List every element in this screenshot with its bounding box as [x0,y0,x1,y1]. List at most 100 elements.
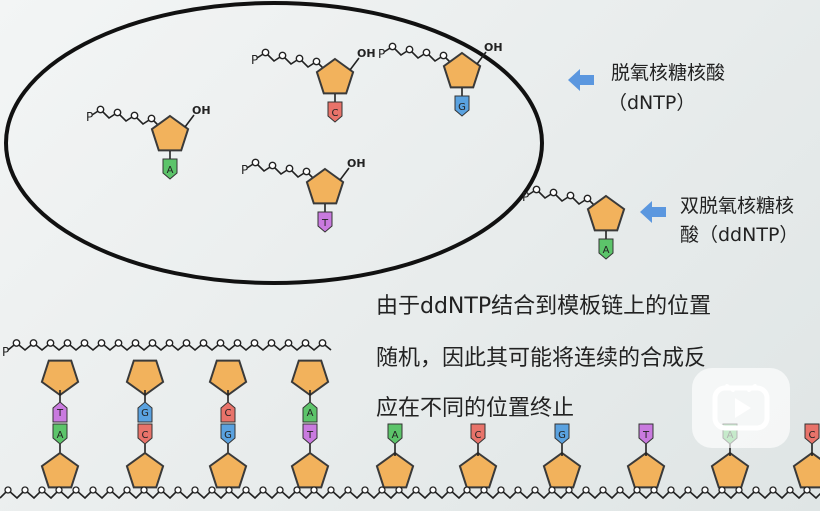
template-phosphate [242,486,250,494]
template-phosphate [191,486,199,494]
template-phosphate [89,486,97,494]
base-A [387,423,403,445]
phosphate-circle [549,188,558,197]
duplex-pair-2: CG [208,359,248,456]
phosphate-circle [261,48,270,57]
template-phosphate [735,486,743,494]
sugar-pentagon [442,51,482,89]
sugar-pentagon [792,451,820,489]
template-phosphate [480,486,488,494]
phosphate-circle [405,45,414,54]
template-phosphate [582,486,590,494]
phosphate-circle [583,194,592,203]
base-T [638,423,654,445]
template-phosphate [514,486,522,494]
template-phosphate [429,486,437,494]
phosphate-circle [96,105,105,114]
base-G [454,95,470,117]
phosphate-circle [182,339,191,347]
template-phosphate [684,486,692,494]
template-phosphate [752,486,760,494]
phosphate-circle [29,339,38,347]
base-letter: G [224,430,232,441]
template-sugar-5 [458,451,498,489]
sugar-pentagon [125,359,165,397]
sugar-pentagon [208,451,248,489]
template-phosphate [701,486,709,494]
dntp-name-label: 脱氧核糖核酸 [611,62,726,84]
duplex-pair-0: TA [40,359,80,456]
phosphate-circle [295,54,304,63]
template-phosphate [72,486,80,494]
template-phosphate [446,486,454,494]
sugar-pentagon [150,114,190,152]
phosphate-circle [114,339,123,347]
phosphate-label: P [2,345,9,359]
phosphate-circle [233,339,242,347]
template-phosphate [327,486,335,494]
template-phosphate [769,486,777,494]
phosphate-label: P [522,190,529,204]
video-play-button[interactable] [692,368,790,448]
base-letter: A [57,430,64,441]
oh-bond [184,114,195,128]
phosphate-circle [250,339,259,347]
description-line-2: 随机，因此其可能将连续的合成反 [376,346,707,371]
template-phosphate [293,486,301,494]
hydroxyl-label: OH [357,47,376,60]
template-phosphate [531,486,539,494]
sugar-pentagon [305,167,345,205]
play-icon [712,384,770,431]
phosphate-circle [251,158,260,167]
base-G [220,423,236,445]
sugar-pentagon [290,359,330,397]
template-phosphate [174,486,182,494]
arrow-to-dntp [568,69,594,91]
dntp-pool-ellipse [4,1,544,285]
oh-bond [349,57,360,71]
template-phosphate [259,486,267,494]
template-phosphate [786,486,794,494]
oh-bond [339,167,350,181]
sugar-pentagon [626,451,666,489]
template-phosphate [208,486,216,494]
ddntp-molecule: PA [522,185,626,260]
template-sugar-0 [40,451,80,489]
sugar-pentagon [542,451,582,489]
sugar-pentagon [458,451,498,489]
base-C [470,423,486,445]
terminated-base-2: G [554,423,570,456]
duplex-pair-3: AT [290,359,330,456]
phosphate-circle [439,51,448,60]
phosphate-circle [80,339,89,347]
phosphate-label: P [378,47,385,61]
base-letter: C [475,430,482,441]
phosphate-circle [267,339,276,347]
template-phosphate [395,486,403,494]
template-phosphate [718,486,726,494]
base-G [554,423,570,445]
hydroxyl-label: OH [192,104,211,117]
template-phosphate [548,486,556,494]
phosphate-circle [284,339,293,347]
base-letter: A [603,245,610,256]
ddntp-abbr-label: 酸（ddNTP） [680,224,799,246]
template-phosphate [4,486,12,494]
phosphate-circle [302,167,311,176]
phosphate-circle [199,339,208,347]
phosphate-circle [148,339,157,347]
base-letter: T [56,408,64,419]
description-line-3: 应在不同的位置终止 [376,396,575,421]
template-phosphate [55,486,63,494]
base-letter: A [392,430,399,441]
template-phosphate [140,486,148,494]
phosphate-label: P [241,163,248,177]
dntp-abbr-label: （dNTP） [608,92,696,114]
hydroxyl-label: OH [484,41,503,54]
phosphate-circle [312,57,321,66]
phosphate-circle [216,339,225,347]
template-sugar-9 [792,451,820,489]
